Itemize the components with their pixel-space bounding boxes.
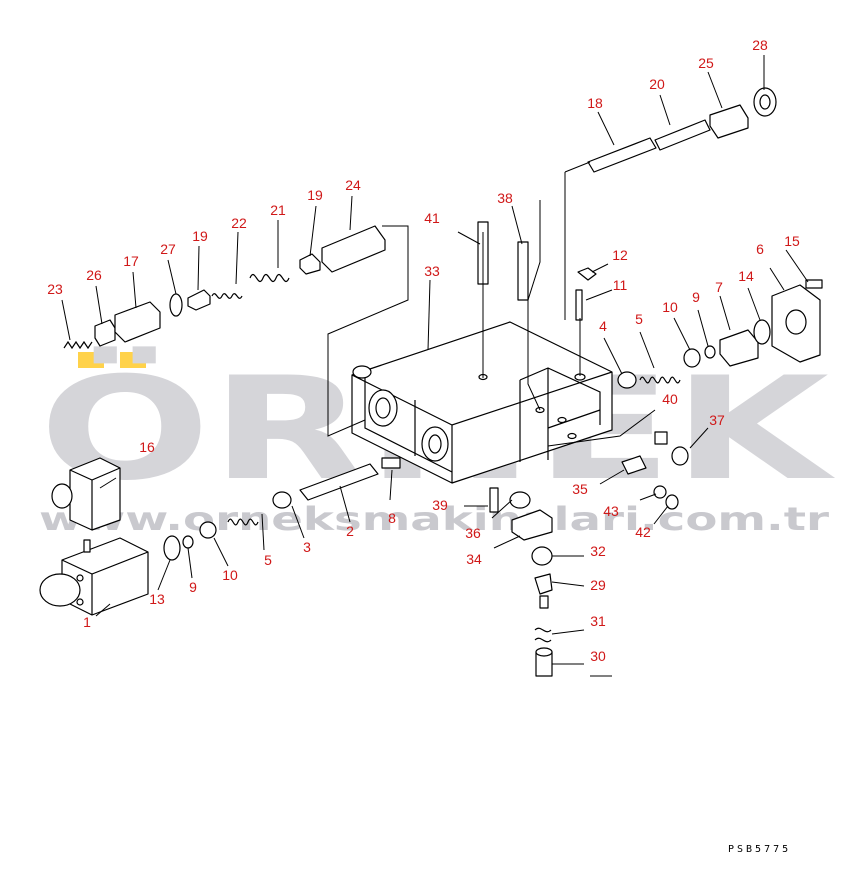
callout-8: 8 — [388, 510, 396, 526]
callout-27: 27 — [160, 241, 176, 257]
callout-43: 43 — [603, 503, 619, 519]
watermark-accent-right — [120, 352, 146, 368]
spool-row-lower-left — [182, 457, 401, 549]
callout-23: 23 — [47, 281, 63, 297]
callout-11: 11 — [613, 277, 628, 293]
callout-10-right: 10 — [662, 299, 678, 315]
callouts: 28 20 25 18 24 19 21 22 19 27 17 26 23 4… — [47, 37, 800, 664]
o-ring-13 — [163, 535, 181, 561]
callout-9-left: 9 — [189, 579, 197, 595]
callout-12: 12 — [612, 247, 628, 263]
callout-16: 16 — [139, 439, 155, 455]
callout-28: 28 — [752, 37, 768, 53]
callout-39: 39 — [432, 497, 448, 513]
callout-21: 21 — [270, 202, 286, 218]
callout-19-upper: 19 — [307, 187, 323, 203]
callout-33: 33 — [424, 263, 440, 279]
callout-9-right: 9 — [692, 289, 700, 305]
callout-30: 30 — [590, 648, 606, 664]
callout-22: 22 — [231, 215, 247, 231]
bottom-stack-parts — [531, 546, 553, 677]
drawing-code: PSB5775 — [728, 844, 791, 855]
callout-25: 25 — [698, 55, 714, 71]
callout-2: 2 — [346, 523, 354, 539]
callout-42: 42 — [635, 524, 651, 540]
callout-14: 14 — [738, 268, 754, 284]
callout-31: 31 — [590, 613, 606, 629]
callout-5-right: 5 — [635, 311, 643, 327]
callout-35: 35 — [572, 481, 588, 497]
valve-body-33 — [351, 321, 613, 484]
leader-lines — [61, 55, 809, 677]
watermark-url: www.orneksmakinalari.com.tr — [39, 500, 829, 538]
callout-34: 34 — [466, 551, 482, 567]
callout-3: 3 — [303, 539, 311, 555]
callout-15: 15 — [784, 233, 800, 249]
callout-29: 29 — [590, 577, 606, 593]
callout-6: 6 — [756, 241, 764, 257]
callout-18: 18 — [587, 95, 603, 111]
callout-1: 1 — [83, 614, 91, 630]
callout-17: 17 — [123, 253, 139, 269]
callout-10-left: 10 — [222, 567, 238, 583]
spool-row-top-right — [587, 87, 777, 173]
callout-37: 37 — [709, 412, 725, 428]
bolt-38 — [517, 241, 529, 301]
spool-row-upper-left — [63, 225, 386, 350]
solenoid-coil-16 — [51, 457, 121, 531]
callout-26: 26 — [86, 267, 102, 283]
callout-40: 40 — [662, 391, 678, 407]
lower-center-parts — [489, 431, 689, 541]
callout-41: 41 — [424, 210, 440, 226]
watermark-accent-left — [78, 352, 104, 368]
callout-38: 38 — [497, 190, 513, 206]
callout-20: 20 — [649, 76, 665, 92]
callout-19-lower: 19 — [192, 228, 208, 244]
callout-13: 13 — [149, 591, 165, 607]
solenoid-valve-1 — [39, 537, 149, 616]
callout-5-left: 5 — [264, 552, 272, 568]
callout-7: 7 — [715, 279, 723, 295]
callout-24: 24 — [345, 177, 361, 193]
right-side-parts — [575, 267, 823, 389]
callout-32: 32 — [590, 543, 606, 559]
callout-4: 4 — [599, 318, 607, 334]
callout-36: 36 — [465, 525, 481, 541]
